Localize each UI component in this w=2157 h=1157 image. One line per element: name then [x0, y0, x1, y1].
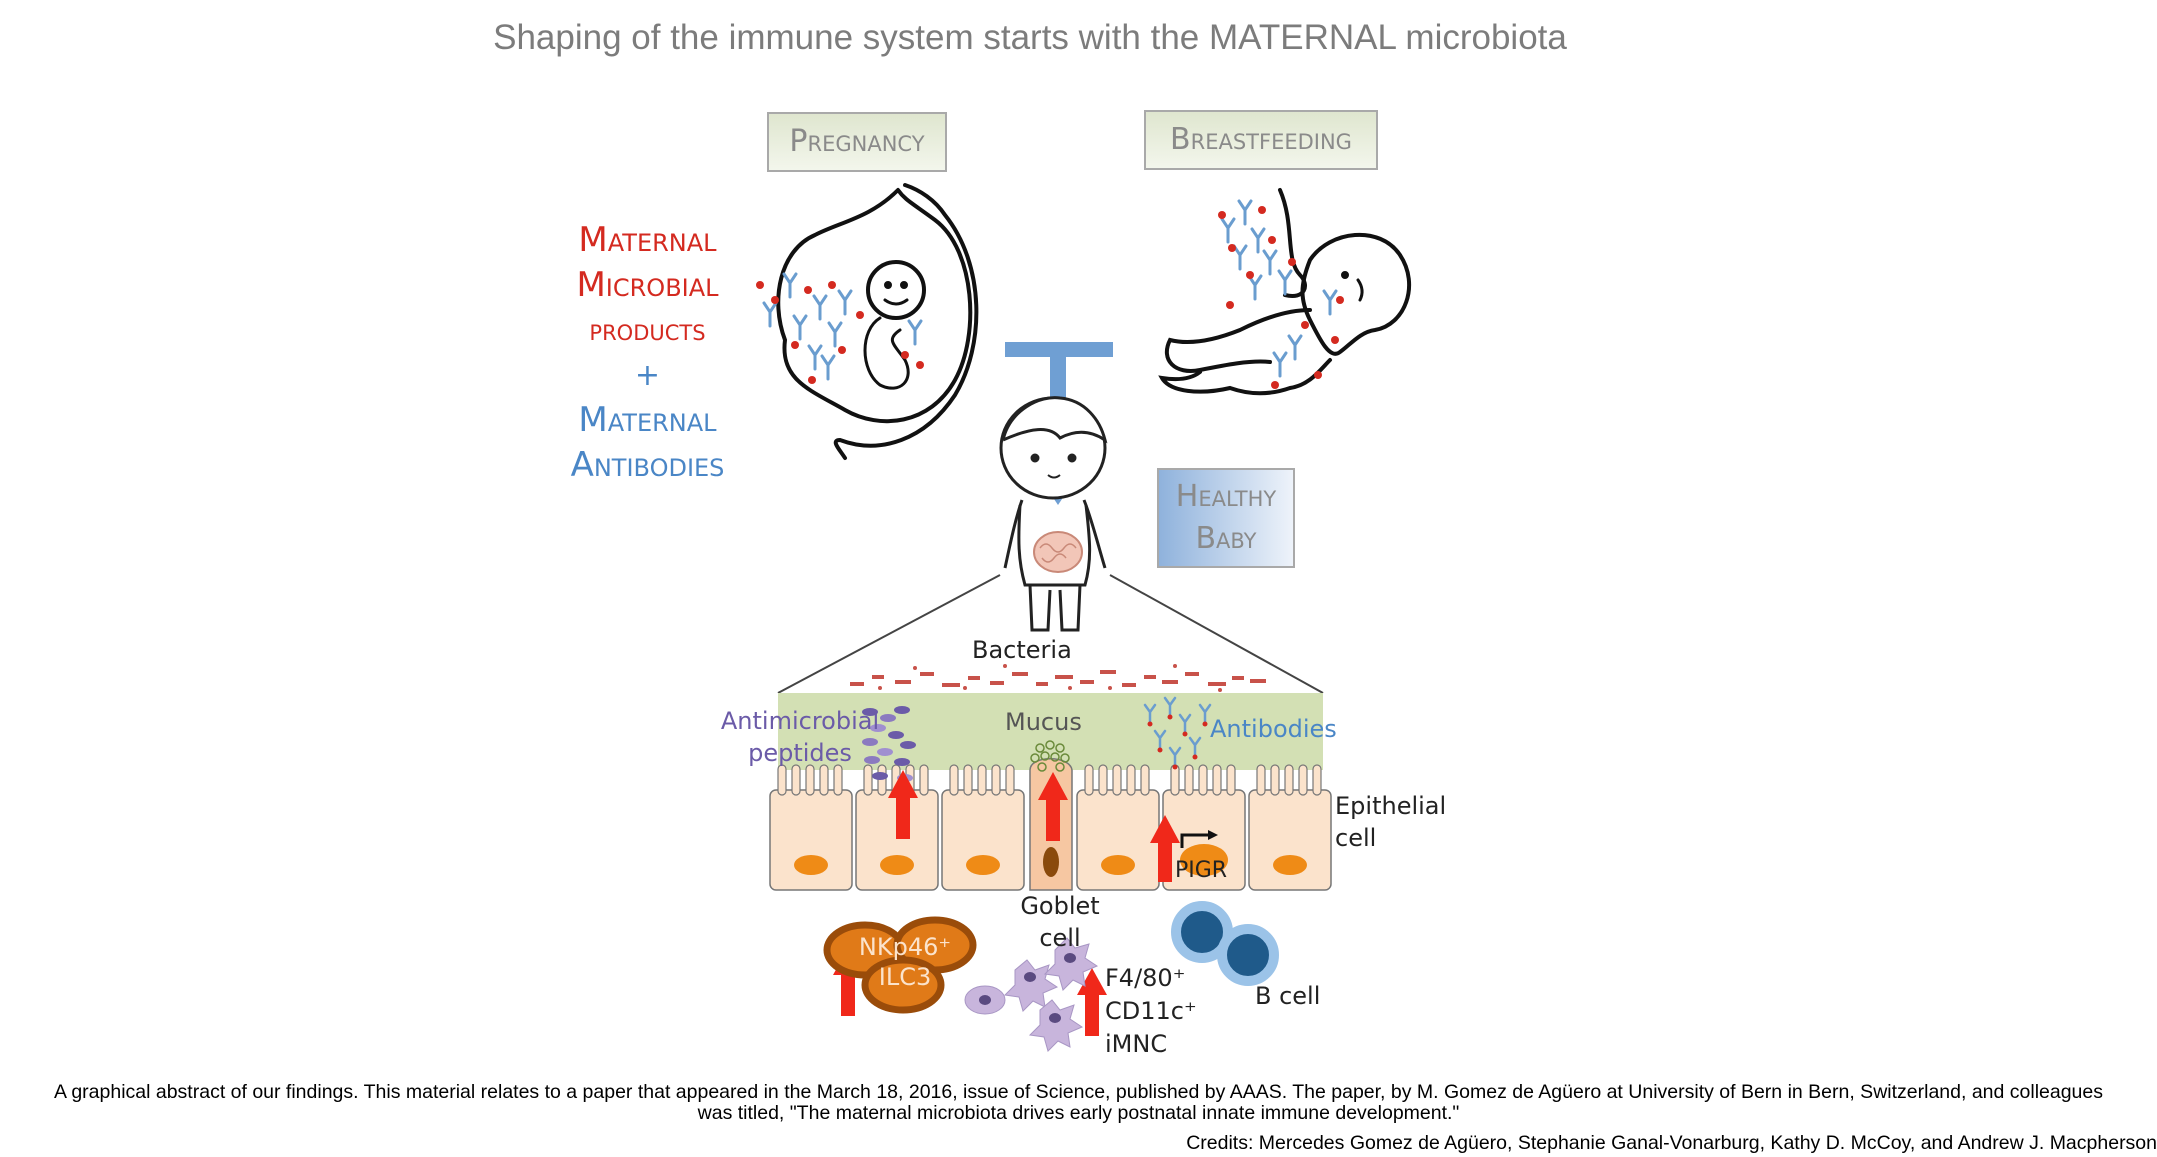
maternal-line-4: Maternal [578, 400, 717, 440]
epithelial-label: Epithelial cell [1335, 790, 1446, 854]
antimicrobial-line-1: Antimicrobial [720, 707, 880, 735]
increase-arrows [833, 770, 1180, 1036]
epithelial-line-2: cell [1335, 824, 1377, 852]
bcell-label: B cell [1255, 982, 1321, 1010]
ilc3-text: ILC3 [878, 963, 932, 991]
imnc-label: F4/80⁺ CD11c⁺ iMNC [1105, 962, 1197, 1061]
credits: Credits: Mercedes Gomez de Agüero, Steph… [1186, 1132, 2157, 1154]
ilc3-cells [823, 916, 977, 1014]
nkp46-text: NKp46⁺ [858, 933, 952, 961]
bacteria-row [850, 664, 1266, 692]
cd11c-text: CD11c⁺ [1105, 997, 1197, 1025]
plus-sign: + [634, 358, 661, 393]
baby-text: Baby [1195, 521, 1257, 556]
goblet-line-2: cell [1039, 924, 1081, 952]
goblet-line-1: Goblet [1020, 892, 1100, 920]
caption-line-1: A graphical abstract of our findings. Th… [53, 1081, 2104, 1103]
child-figure [999, 396, 1108, 632]
imnc-cells [964, 937, 1099, 1052]
pregnancy-antibodies [756, 272, 924, 384]
antimicrobial-peptides [862, 706, 916, 782]
breastfeeding-antibodies [1218, 199, 1344, 389]
nuclei [794, 844, 1307, 876]
goblet-nucleus [1043, 847, 1059, 877]
antimicrobial-line-2: peptides [748, 739, 852, 767]
goblet-label: Goblet cell [1020, 890, 1100, 954]
mucus-granules [1030, 740, 1070, 772]
pregnancy-label: Pregnancy [767, 112, 947, 172]
breastfeeding-text: Breastfeeding [1170, 122, 1352, 157]
f480-text: F4/80⁺ [1105, 964, 1186, 992]
breastfeeding-label: Breastfeeding [1144, 110, 1378, 170]
pregnancy-drawing [776, 183, 979, 460]
antibodies-label: Antibodies [1210, 715, 1337, 743]
imnc-nuclei [979, 953, 1076, 1023]
ilc3-label: NKp46⁺ ILC3 [850, 932, 960, 992]
mucus-label: Mucus [1005, 708, 1082, 736]
breastfeeding-drawing [1158, 188, 1411, 396]
mucus-layer [778, 693, 1323, 770]
maternal-line-2: Microbial [576, 265, 719, 305]
b-cells [1171, 901, 1279, 986]
epithelial-line-1: Epithelial [1335, 792, 1447, 820]
pregnancy-text: Pregnancy [789, 124, 925, 159]
imnc-text: iMNC [1105, 1030, 1168, 1058]
bacteria-label: Bacteria [972, 636, 1072, 664]
maternal-line-1: Maternal [578, 220, 717, 260]
healthy-baby-label: Healthy Baby [1157, 468, 1295, 568]
caption: A graphical abstract of our findings. Th… [0, 1082, 2157, 1124]
pigr-label: PIGR [1175, 858, 1228, 883]
maternal-text-block: Maternal Microbial products + Maternal A… [565, 218, 730, 488]
antimicrobial-label: Antimicrobial peptides [720, 705, 880, 769]
figure-title: Shaping of the immune system starts with… [493, 18, 1567, 57]
maternal-line-5: Antibodies [570, 445, 725, 485]
healthy-text: Healthy [1175, 479, 1277, 514]
caption-line-2: was titled, "The maternal microbiota dri… [697, 1102, 1460, 1124]
maternal-line-3: products [589, 313, 706, 348]
